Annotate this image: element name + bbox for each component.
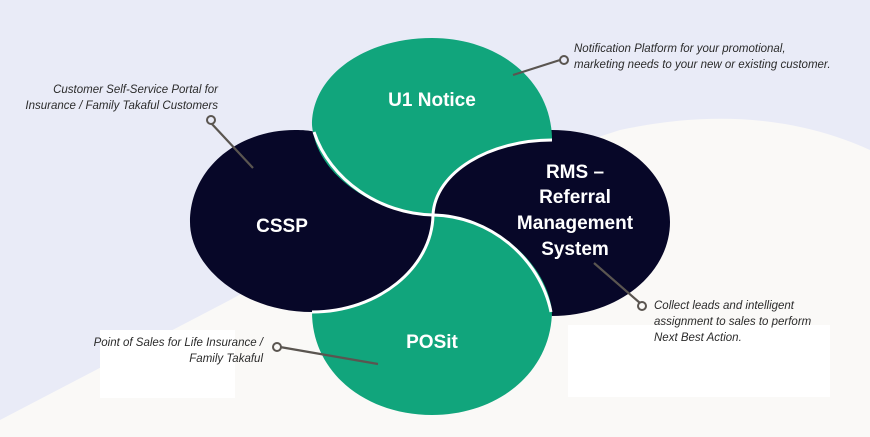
callout-u1-notice-line1: Notification Platform for your promotion… xyxy=(574,43,786,55)
callout-rms-line3: Next Best Action. xyxy=(654,332,742,344)
node-u1-notice-shape xyxy=(312,38,552,215)
separator-u1-cssp xyxy=(312,131,434,217)
node-rms-label-line2: Referral xyxy=(539,187,611,208)
callout-u1-notice-line2: marketing needs to your new or existing … xyxy=(574,59,831,71)
node-posit-shape xyxy=(312,215,552,415)
node-posit-label: POSit xyxy=(406,332,458,353)
node-rms-label-line3: Management xyxy=(517,213,634,234)
callout-posit-line2: Family Takaful xyxy=(189,353,263,365)
callout-posit-line1: Point of Sales for Life Insurance / xyxy=(93,337,263,349)
separator-posit-cssp xyxy=(311,214,435,314)
separator-posit-rms xyxy=(432,213,553,313)
connector-rms-pin-icon xyxy=(637,301,647,311)
node-rms-shape xyxy=(433,130,670,316)
callout-cssp-line2: Insurance / Family Takaful Customers xyxy=(25,100,218,112)
node-cssp-shape xyxy=(190,130,433,312)
callout-posit: Point of Sales for Life Insurance / Fami… xyxy=(94,335,263,367)
connector-posit xyxy=(272,342,379,366)
connector-cssp xyxy=(206,115,254,169)
node-cssp-label: CSSP xyxy=(256,216,308,237)
separator-u1-rms xyxy=(431,138,553,216)
node-rms-label-line1: RMS – xyxy=(546,162,604,183)
callout-rms-line1: Collect leads and intelligent xyxy=(654,300,795,312)
connector-rms xyxy=(593,262,647,311)
background-white-patch-left xyxy=(100,330,235,398)
background-white-patch-right xyxy=(568,325,830,397)
node-u1-notice-label: U1 Notice xyxy=(388,90,476,111)
callout-cssp-line1: Customer Self-Service Portal for xyxy=(53,84,218,96)
connector-u1-notice xyxy=(512,55,569,77)
connector-posit-pin-icon xyxy=(272,342,282,352)
callout-rms: Collect leads and intelligent assignment… xyxy=(654,298,811,346)
node-rms-label-line4: System xyxy=(541,239,609,260)
callout-cssp: Customer Self-Service Portal for Insuran… xyxy=(25,82,218,114)
callout-rms-line2: assignment to sales to perform xyxy=(654,316,812,328)
connector-cssp-pin-icon xyxy=(206,115,216,125)
connector-u1-notice-pin-icon xyxy=(559,55,569,65)
callout-u1-notice: Notification Platform for your promotion… xyxy=(574,41,831,73)
